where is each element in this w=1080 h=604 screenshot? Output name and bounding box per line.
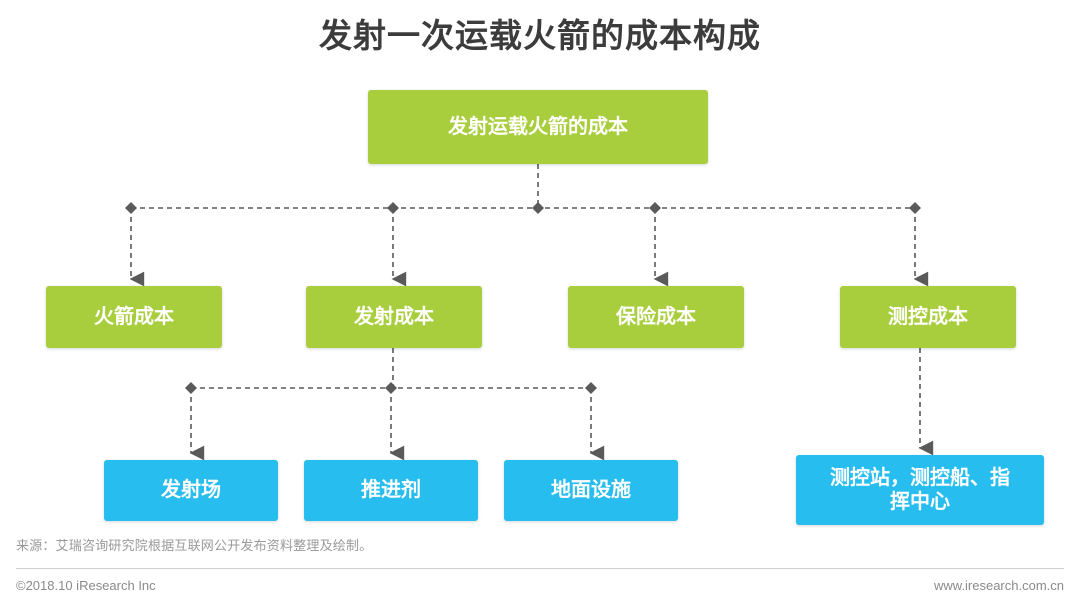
source-note: 来源：艾瑞咨询研究院根据互联网公开发布资料整理及绘制。	[16, 538, 373, 553]
junction-diamonds	[125, 202, 921, 394]
node-ground-facilities[interactable]: 地面设施	[504, 460, 678, 521]
node-label: 保险成本	[616, 305, 696, 328]
footer-divider	[16, 568, 1064, 569]
node-tracking-control-cost[interactable]: 测控成本	[840, 286, 1016, 348]
node-label-line-2: 挥中心	[890, 491, 950, 513]
page-title: 发射一次运载火箭的成本构成	[319, 17, 761, 54]
node-label: 发射成本	[354, 305, 434, 328]
node-label: 推进剂	[361, 479, 421, 502]
node-launch-site[interactable]: 发射场	[104, 460, 278, 521]
node-label: 发射场	[161, 479, 221, 502]
node-label: 发射运载火箭的成本	[448, 115, 628, 138]
node-label: 测控成本	[888, 305, 968, 328]
node-insurance-cost[interactable]: 保险成本	[568, 286, 744, 348]
node-launch-cost[interactable]: 发射成本	[306, 286, 482, 348]
node-label-line-1: 测控站，测控船、指	[830, 466, 1010, 489]
node-tracking-stations[interactable]: 测控站，测控船、指 挥中心	[796, 455, 1044, 525]
node-rocket-cost[interactable]: 火箭成本	[46, 286, 222, 348]
node-label: 地面设施	[551, 479, 631, 502]
node-propellant[interactable]: 推进剂	[304, 460, 478, 521]
node-label: 火箭成本	[94, 305, 174, 328]
node-total-launch-cost[interactable]: 发射运载火箭的成本	[368, 90, 708, 164]
footer-website[interactable]: www.iresearch.com.cn	[933, 578, 1064, 593]
footer-copyright: ©2018.10 iResearch Inc	[16, 578, 156, 593]
